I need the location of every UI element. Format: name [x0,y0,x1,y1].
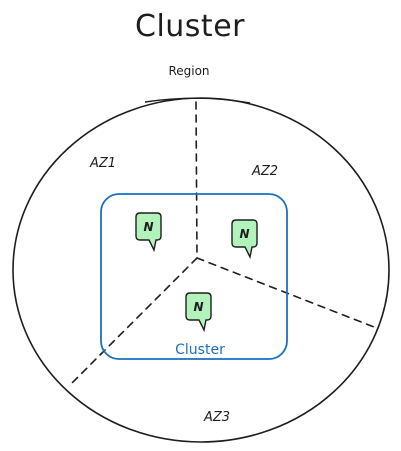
node-az1[interactable]: N [135,212,162,253]
region-label: Region [168,64,209,78]
zone-label-az1: AZ1 [89,156,116,171]
region-circle [12,97,390,443]
diagram-title: Cluster [135,9,245,44]
node-label: N [193,300,203,314]
zone-label-az3: AZ3 [203,410,230,425]
zone-label-az2: AZ2 [251,164,278,179]
cluster-boundary [100,193,288,360]
divider-az2-az3 [196,257,375,328]
cluster-label: Cluster [175,342,225,358]
node-label: N [239,227,249,241]
node-icon [231,219,258,260]
zone-dividers [71,101,375,384]
node-icon [185,292,212,333]
divider-az1-az2 [195,101,198,259]
node-az2[interactable]: N [231,219,258,260]
node-label: N [143,220,153,234]
divider-az1-az3 [71,257,198,384]
node-icon [135,212,162,253]
node-az3[interactable]: N [185,292,212,333]
